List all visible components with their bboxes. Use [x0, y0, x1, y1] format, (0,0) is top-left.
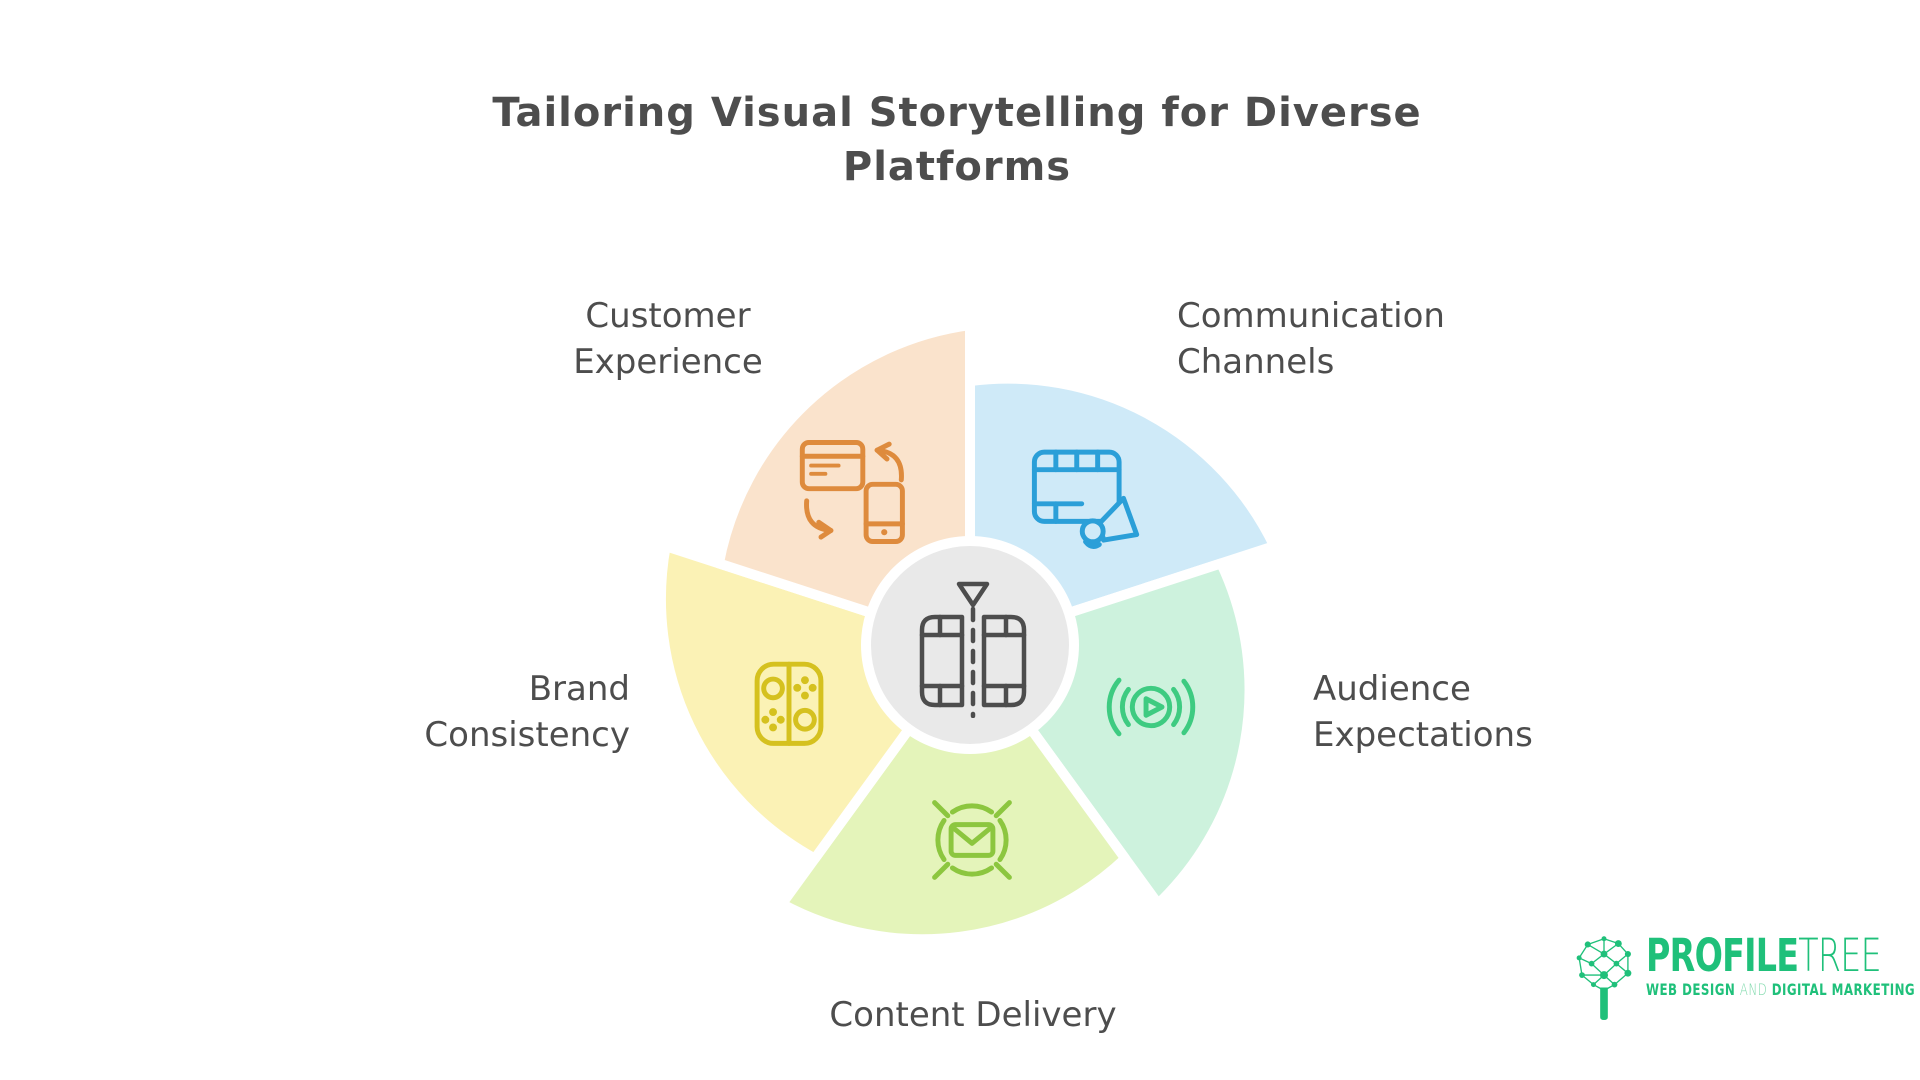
page-title-line1: Tailoring Visual Storytelling for Divers… — [492, 90, 1422, 136]
page-title: Tailoring Visual Storytelling for Divers… — [0, 86, 1914, 194]
profiletree-tree-icon — [1576, 936, 1632, 1021]
game-controller-icon — [734, 651, 844, 761]
label-content-delivery: Content Delivery — [829, 995, 1117, 1035]
segment-content-delivery — [776, 640, 1131, 945]
video-compare-icon — [908, 578, 1038, 718]
envelope-target-icon — [917, 785, 1027, 895]
label-audience-expectations: Audience Expectations — [1313, 669, 1533, 755]
film-megaphone-icon — [1030, 440, 1140, 550]
page-title-line2: Platforms — [842, 144, 1072, 190]
device-sync-icon — [799, 437, 909, 547]
label-communication-channels: Communication Channels — [1177, 296, 1445, 382]
profiletree-tagline: WEB DESIGN AND DIGITAL MARKETING — [1646, 980, 1916, 999]
profiletree-logo: PROFILETREE WEB DESIGN AND DIGITAL MARKE… — [1572, 933, 1920, 1021]
profiletree-wordmark: PROFILETREE — [1646, 929, 1882, 982]
label-customer-experience: Customer Experience — [573, 296, 763, 382]
label-brand-consistency: Brand Consistency — [424, 669, 630, 755]
broadcast-play-icon — [1096, 652, 1206, 762]
